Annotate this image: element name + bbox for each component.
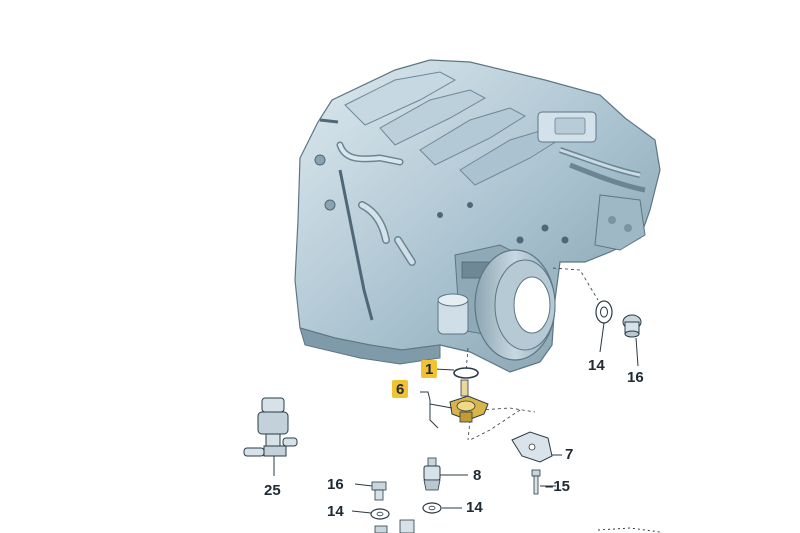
callout-15-number: 15 — [553, 478, 571, 495]
sealing-washer-right — [422, 502, 462, 514]
o-ring-seal — [433, 367, 479, 379]
bolt — [531, 469, 556, 495]
callout-16-top: 16 — [627, 369, 644, 386]
valve-t-connector — [243, 397, 298, 476]
callout-14-left: 14 — [327, 503, 344, 520]
callout-1: 1 — [421, 360, 438, 378]
engine-block-illustration — [294, 59, 661, 373]
callout-14-right: 14 — [466, 499, 483, 516]
callout-7: 7 — [565, 446, 574, 463]
callout-25: 25 — [264, 482, 281, 499]
partial-parts-bottom — [374, 519, 661, 533]
plug-screw-top — [622, 314, 642, 367]
callout-16-bottom: 16 — [327, 476, 344, 493]
plug-screw-bottom — [354, 481, 387, 501]
callout-8: 8 — [473, 467, 482, 484]
mounting-bracket — [511, 431, 562, 463]
callout-15: –15 — [545, 478, 571, 495]
sealing-washer-top — [595, 300, 613, 353]
sensor-with-bracket — [420, 379, 489, 429]
callout-6: 6 — [392, 380, 409, 398]
oil-pressure-switch — [423, 457, 468, 491]
sealing-washer-left — [351, 508, 390, 520]
callout-14-top: 14 — [588, 357, 605, 374]
